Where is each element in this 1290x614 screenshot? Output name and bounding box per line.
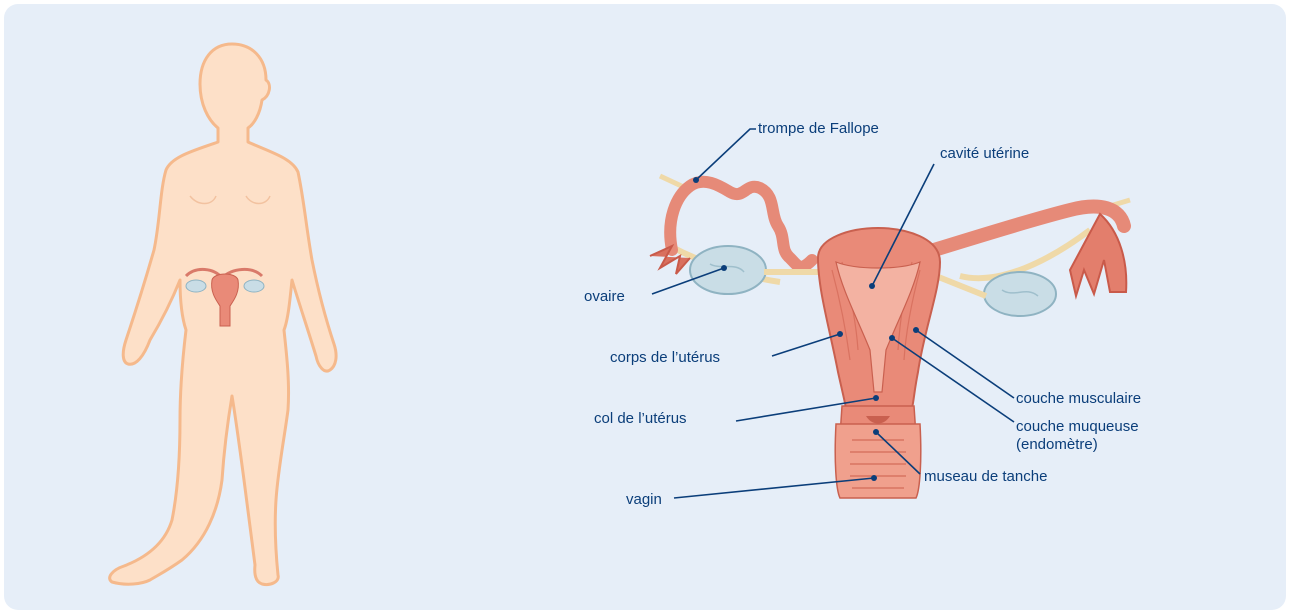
label-corps: corps de l’utérus	[610, 349, 720, 367]
label-ovaire: ovaire	[584, 288, 625, 306]
label-trompe: trompe de Fallope	[758, 120, 879, 138]
body-silhouette	[110, 44, 336, 585]
label-museau: museau de tanche	[924, 468, 1047, 486]
diagram-panel: trompe de Fallope cavité utérine ovaire …	[4, 4, 1286, 610]
label-cavite: cavité utérine	[940, 145, 1029, 163]
label-muqueuse-line2: (endomètre)	[1016, 436, 1098, 454]
anatomy-illustration	[4, 4, 1286, 610]
label-vagin: vagin	[626, 491, 662, 509]
vagina	[835, 424, 921, 498]
left-ovary	[690, 246, 766, 294]
label-col: col de l’utérus	[594, 410, 687, 428]
leader-corps	[772, 334, 840, 356]
leader-trompe	[696, 129, 756, 180]
label-muqueuse-line1: couche muqueuse	[1016, 418, 1139, 436]
label-musculaire: couche musculaire	[1016, 390, 1141, 408]
right-ovary	[984, 272, 1056, 316]
